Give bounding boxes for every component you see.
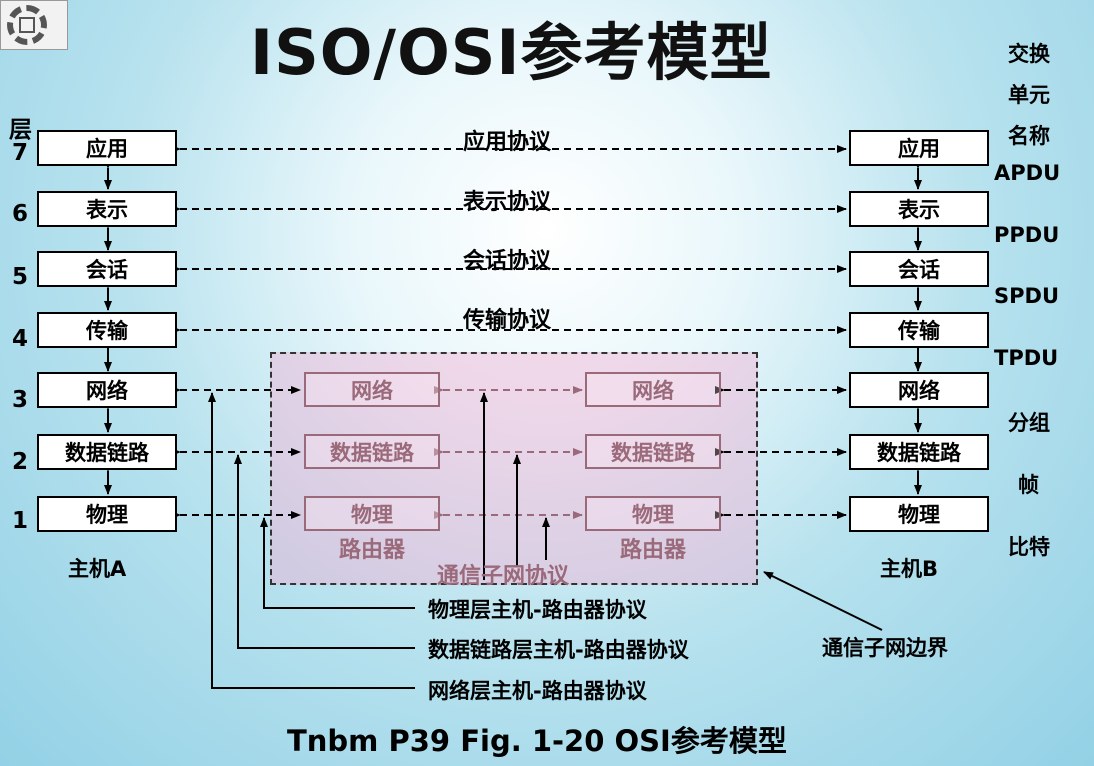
unit-bit: 比特: [1008, 535, 1050, 559]
figure-caption: Tnbm P39 Fig. 1-20 OSI参考模型: [287, 724, 787, 758]
subnet-boundary-label: 通信子网边界: [822, 636, 948, 660]
application-protocol-label: 应用协议: [463, 130, 552, 155]
layer-number-3: 3: [12, 387, 29, 413]
router-left-label: 路由器: [339, 538, 406, 563]
host-b-session-layer: 会话: [849, 251, 989, 287]
unit-frame: 帧: [1018, 473, 1039, 497]
router-right-label: 路由器: [620, 538, 687, 563]
unit-spdu: SPDU: [994, 284, 1059, 308]
layer-number-7: 7: [12, 140, 29, 166]
presentation-protocol-label: 表示协议: [463, 190, 552, 215]
layer-header: 层: [9, 117, 32, 143]
session-protocol-label: 会话协议: [463, 249, 552, 274]
host-b-application-layer: 应用: [849, 130, 989, 166]
subnet-protocol-label: 通信子网协议: [437, 564, 570, 589]
layer-number-6: 6: [12, 201, 29, 227]
host-b-datalink-layer: 数据链路: [849, 434, 989, 470]
host-b-label: 主机B: [880, 557, 939, 581]
host-b-network-layer: 网络: [849, 372, 989, 408]
router-left-datalink-layer: 数据链路: [304, 434, 440, 469]
router-left-physical-layer: 物理: [304, 496, 440, 531]
slide-title: ISO/OSI参考模型: [250, 16, 773, 89]
unit-ppdu: PPDU: [994, 223, 1060, 247]
unit-header-line-2: 单元: [1008, 83, 1050, 107]
layer-number-5: 5: [12, 264, 29, 290]
unit-apdu: APDU: [994, 161, 1061, 185]
layer-number-2: 2: [12, 449, 29, 475]
router-right-datalink-layer: 数据链路: [585, 434, 721, 469]
gear-emblem-icon: [7, 5, 47, 45]
host-a-label: 主机A: [68, 557, 127, 581]
router-right-network-layer: 网络: [585, 372, 721, 407]
university-logo: [0, 0, 68, 50]
host-a-session-layer: 会话: [37, 251, 177, 287]
host-a-presentation-layer: 表示: [37, 191, 177, 227]
host-a-datalink-layer: 数据链路: [37, 434, 177, 470]
book-emblem-icon: [19, 17, 35, 33]
physical-host-router-protocol-label: 物理层主机-路由器协议: [428, 598, 647, 622]
datalink-host-router-protocol-label: 数据链路层主机-路由器协议: [428, 638, 689, 662]
host-a-application-layer: 应用: [37, 130, 177, 166]
router-left-network-layer: 网络: [304, 372, 440, 407]
transport-protocol-label: 传输协议: [463, 308, 552, 333]
unit-header-line-1: 交换: [1008, 42, 1050, 66]
unit-tpdu: TPDU: [994, 346, 1059, 370]
host-b-transport-layer: 传输: [849, 312, 989, 348]
router-right-physical-layer: 物理: [585, 496, 721, 531]
unit-packet: 分组: [1008, 411, 1050, 435]
host-a-transport-layer: 传输: [37, 312, 177, 348]
host-b-presentation-layer: 表示: [849, 191, 989, 227]
host-b-physical-layer: 物理: [849, 496, 989, 532]
layer-number-4: 4: [12, 326, 29, 352]
host-a-physical-layer: 物理: [37, 496, 177, 532]
unit-header-line-3: 名称: [1008, 124, 1050, 148]
network-host-router-protocol-label: 网络层主机-路由器协议: [428, 679, 647, 703]
layer-number-1: 1: [12, 508, 29, 534]
host-a-network-layer: 网络: [37, 372, 177, 408]
